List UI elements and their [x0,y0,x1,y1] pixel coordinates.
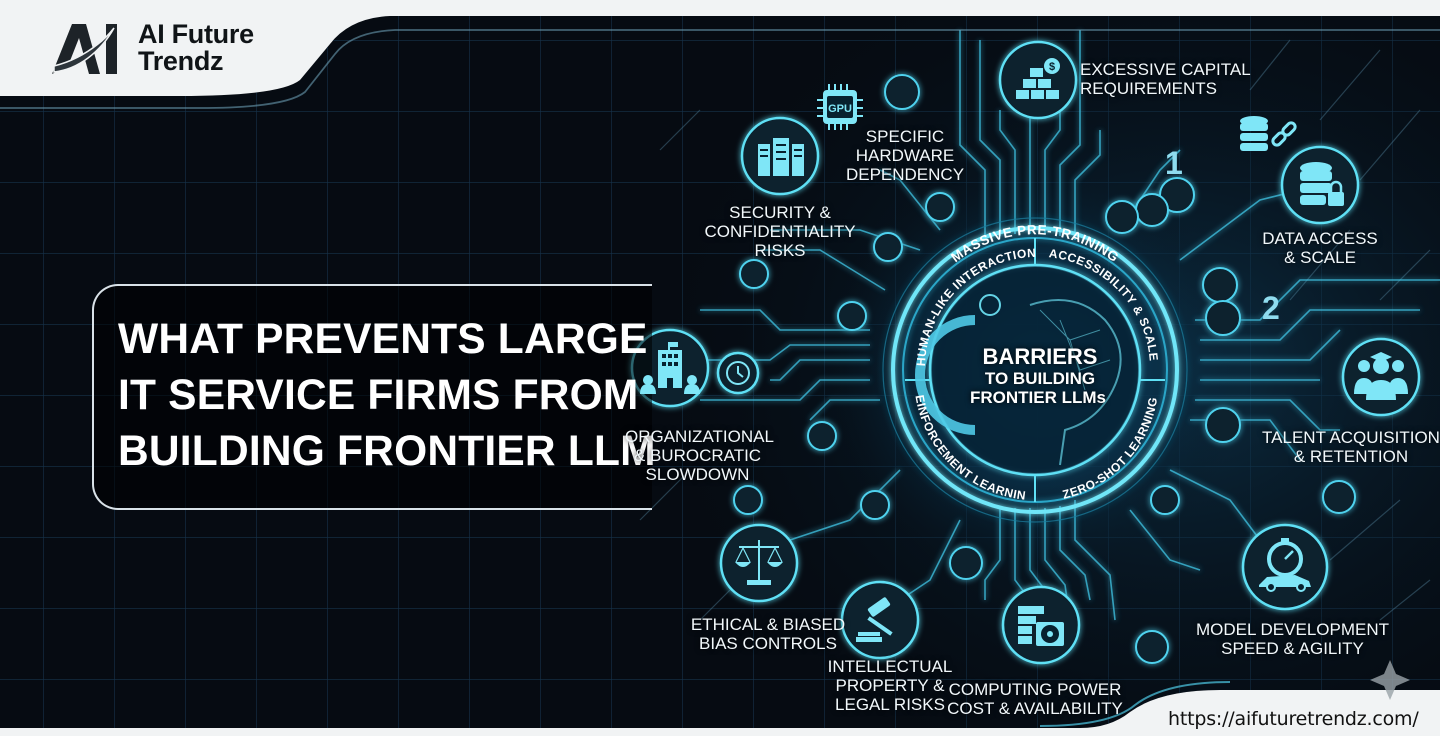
svg-text:GPU: GPU [828,103,852,115]
headline-frame [92,284,652,510]
barrier-label-compute: COMPUTING POWER COST & AVAILABILITY [947,680,1123,718]
marker-number-2: 2 [1262,290,1280,326]
barrier-label-speed: MODEL DEVELOPMENT SPEED & AGILITY [1195,620,1390,658]
hub-subtitle-line1: TO BUILDING [984,369,1096,388]
team-people-icon [1354,352,1408,400]
brand-logo[interactable]: AI Future Trendz [48,20,254,76]
stopwatch-car-icon [1259,538,1311,592]
svg-text:$: $ [1049,61,1055,73]
ai-logo-mark-icon [52,24,117,74]
barrier-label-capital: EXCESSIVE CAPITAL REQUIREMENTS [1080,60,1251,98]
headline-line-2: IT SERVICE FIRMS FROM [118,372,639,419]
brand-name-line2: Trendz [138,46,224,76]
barrier-label-hardware: SPECIFIC HARDWARE DEPENDENCY [845,127,965,184]
website-url-link[interactable]: https://aifuturetrendz.com/ [1168,708,1419,730]
database-lock-icon [1300,162,1344,206]
scales-icon [735,540,783,585]
office-building-icon [640,342,700,394]
headline-line-3: BUILDING FRONTIER LLM [118,428,656,475]
gold-bars-dollar-icon: $ [1016,58,1060,99]
barrier-label-ethics: ETHICAL & BIASED BIAS CONTROLS [690,615,846,653]
barrier-label-data: DATA ACCESS & SCALE [1262,229,1378,267]
clock-icon [726,361,750,385]
server-rack-icon [758,138,804,176]
barrier-label-talent: TALENT ACQUISITION & RETENTION [1262,428,1440,466]
barrier-label-org: ORGANIZATIONAL & BUROCRATIC SLOWDOWN [625,427,774,484]
barrier-label-security: SECURITY & CONFIDENTIALITY RISKS [704,203,856,260]
server-fan-icon [1018,606,1064,646]
gpu-chip-icon: GPU [817,84,863,130]
marker-number-1: 1 [1165,145,1183,181]
hub-title: BARRIERS [982,344,1098,369]
database-link-icon [1240,116,1297,151]
page-title: WHAT PREVENTS LARGE IT SERVICE FIRMS FRO… [118,312,658,480]
headline-line-1: WHAT PREVENTS LARGE [118,316,648,363]
barrier-label-ip: INTELLECTUAL PROPERTY & LEGAL RISKS [827,657,953,714]
gavel-icon [856,597,893,642]
brand-name-line1: AI Future [138,19,254,49]
hub-subtitle-line2: FRONTIER LLMs [970,388,1106,407]
